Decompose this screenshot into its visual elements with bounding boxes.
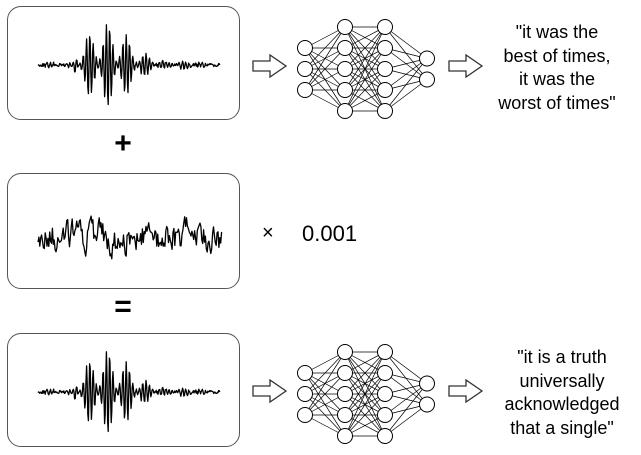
network-node xyxy=(419,375,435,392)
network-node xyxy=(297,407,313,423)
transcript-line: best of times, xyxy=(503,45,611,66)
network-connection xyxy=(344,351,386,437)
network-node xyxy=(377,365,393,381)
neural-network-icon xyxy=(297,344,435,444)
transcript-line: "it is a truth xyxy=(517,347,607,367)
original-waveform xyxy=(37,24,221,106)
network-connection xyxy=(304,26,346,91)
network-connection xyxy=(304,372,346,416)
plus-operator: + xyxy=(114,127,132,160)
network-connection xyxy=(304,47,346,91)
network-node xyxy=(377,82,393,98)
network-connection xyxy=(384,404,428,437)
network-node xyxy=(419,50,435,67)
transcript-line: acknowledged xyxy=(504,394,620,414)
network-node xyxy=(377,103,393,119)
transcript-line: it was the xyxy=(518,69,596,89)
adversarial-transcript: "it is a truth universally acknowledged … xyxy=(487,346,637,440)
network-node xyxy=(337,61,353,77)
network-node xyxy=(377,40,393,56)
network-node xyxy=(297,82,313,98)
network-connection xyxy=(384,58,428,112)
network-node xyxy=(337,103,353,119)
transcript-line: universally xyxy=(519,370,605,391)
network-connection xyxy=(344,47,386,112)
network-node xyxy=(419,396,435,413)
network-node xyxy=(377,428,393,444)
transcript-line: worst of times" xyxy=(498,92,616,113)
network-connection xyxy=(384,383,428,437)
neural-network-icon xyxy=(297,19,435,119)
transcript-line: that a single" xyxy=(510,417,614,438)
network-node xyxy=(337,386,353,402)
network-node xyxy=(377,61,393,77)
network-node xyxy=(419,71,435,88)
network-node xyxy=(377,386,393,402)
arrow-icon xyxy=(252,53,288,79)
adversarial-audio-panel xyxy=(7,333,240,447)
equals-operator: = xyxy=(114,290,132,323)
transcript-line: "it was the xyxy=(515,22,599,42)
network-node xyxy=(297,386,313,402)
perturbation-panel xyxy=(7,173,240,289)
network-connection xyxy=(384,58,428,91)
network-node xyxy=(297,365,313,381)
network-node xyxy=(337,344,353,360)
arrow-icon xyxy=(448,53,484,79)
network-node xyxy=(377,344,393,360)
network-node xyxy=(337,82,353,98)
network-connection xyxy=(384,383,428,416)
network-connection xyxy=(344,351,386,395)
network-connection xyxy=(344,68,386,112)
network-connection xyxy=(344,26,386,112)
perturbation-waveform xyxy=(37,215,223,260)
network-connection xyxy=(344,393,386,437)
network-node xyxy=(377,19,393,35)
network-node xyxy=(337,428,353,444)
network-node xyxy=(337,365,353,381)
arrow-icon xyxy=(448,378,484,404)
network-connection xyxy=(344,26,386,70)
network-connection xyxy=(384,351,428,384)
network-node xyxy=(377,407,393,423)
original-audio-panel xyxy=(7,6,240,120)
network-connection xyxy=(304,351,346,395)
network-node xyxy=(337,19,353,35)
scale-factor: 0.001 xyxy=(302,221,358,246)
network-connection xyxy=(384,26,428,59)
adversarial-waveform xyxy=(37,351,221,433)
network-connection xyxy=(344,372,386,437)
network-node xyxy=(337,407,353,423)
network-node xyxy=(337,40,353,56)
network-connection xyxy=(304,351,346,416)
network-connection xyxy=(384,79,428,112)
times-operator: × xyxy=(262,222,274,244)
arrow-icon xyxy=(252,378,288,404)
network-node xyxy=(297,40,313,56)
network-node xyxy=(297,61,313,77)
network-connection xyxy=(344,26,386,91)
original-transcript: "it was the best of times, it was the wo… xyxy=(482,21,632,115)
network-connection xyxy=(304,26,346,70)
network-connection xyxy=(344,351,386,416)
